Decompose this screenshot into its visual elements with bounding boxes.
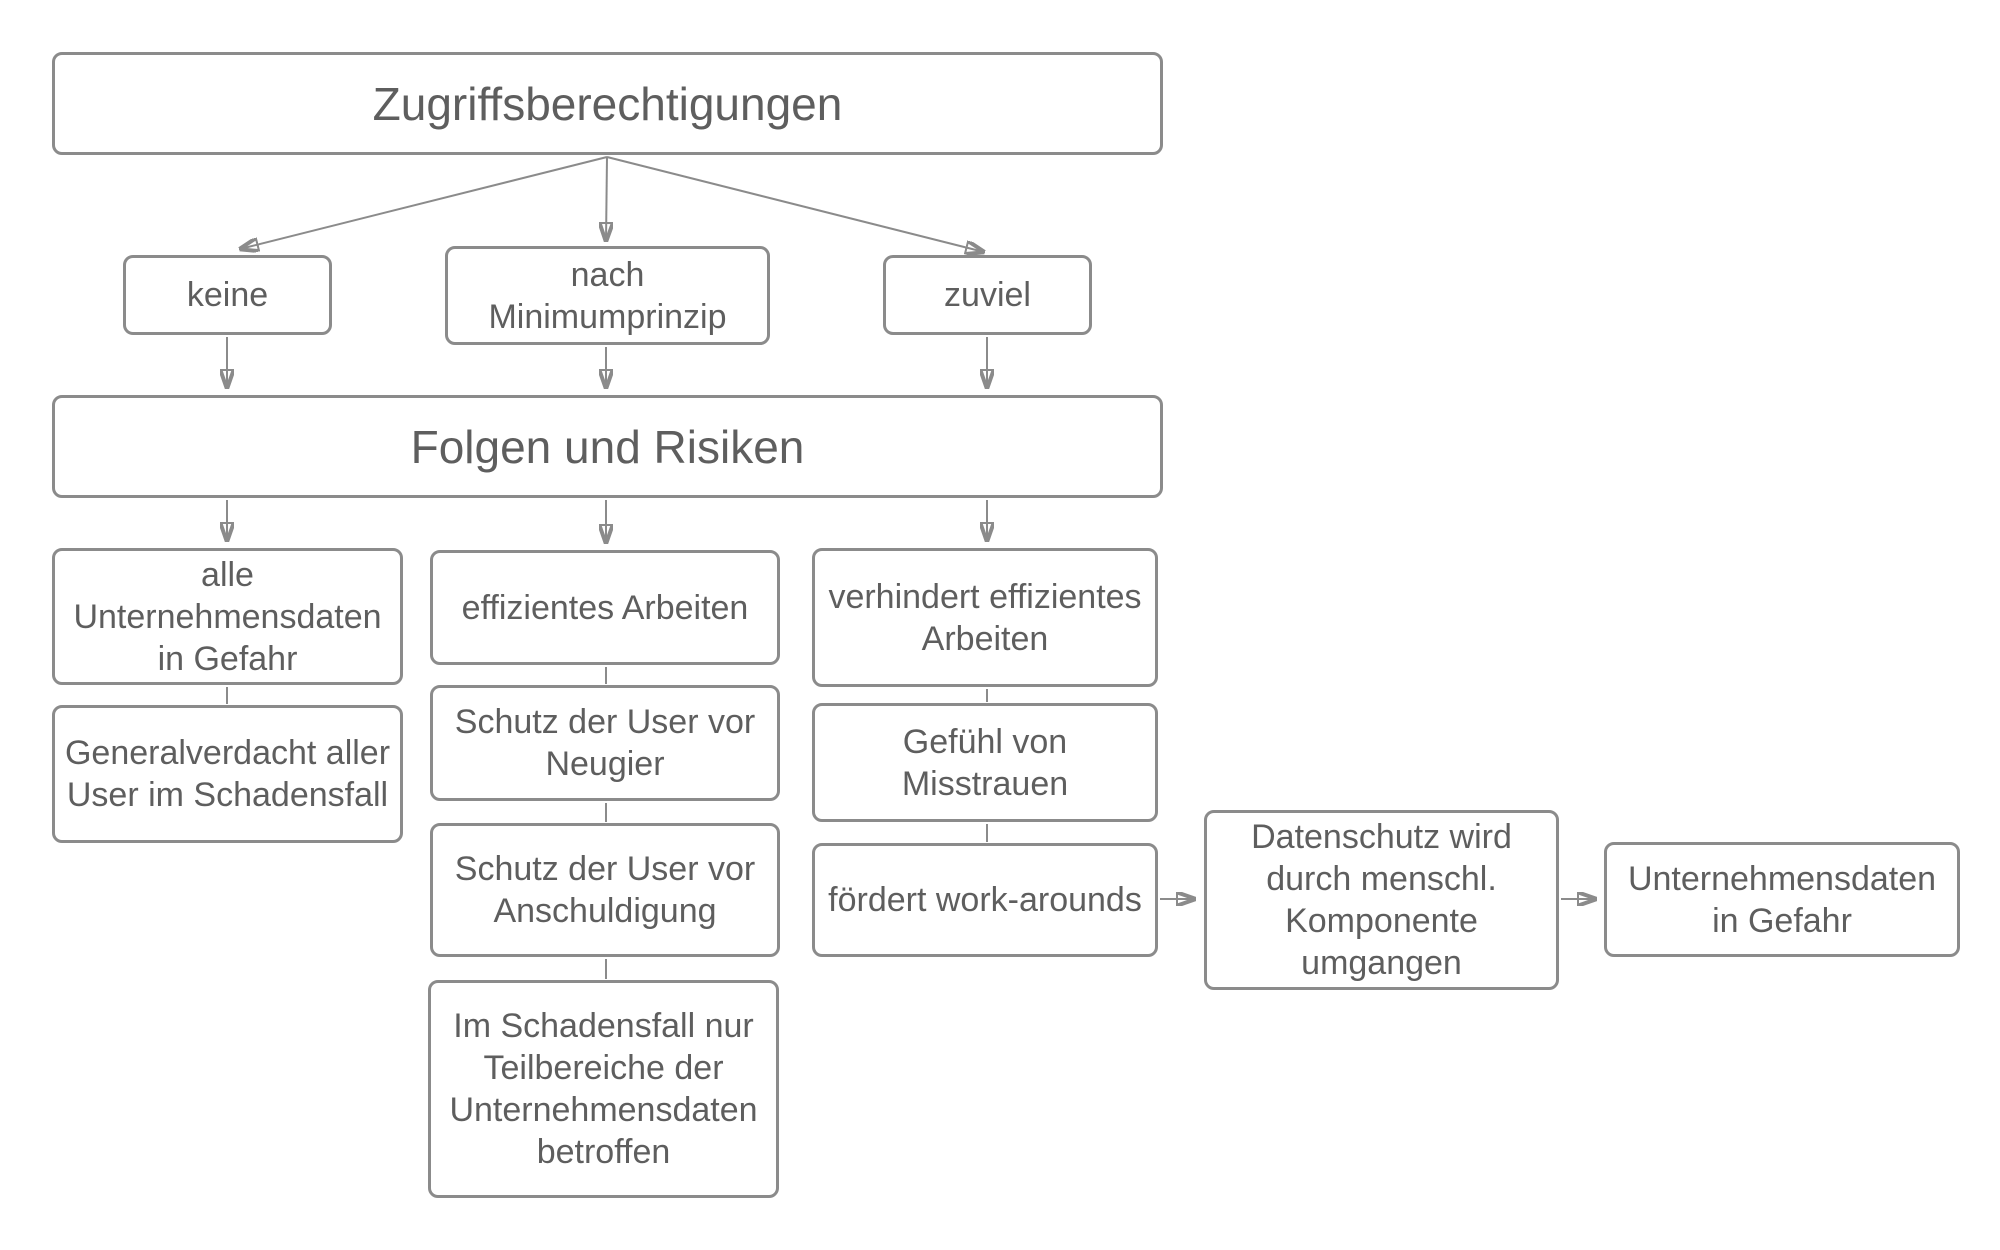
node-zuviel: zuviel xyxy=(883,255,1092,335)
node-datenschutz-wird-umgangen: Datenschutz wird durch menschl. Komponen… xyxy=(1204,810,1559,990)
node-nach-minimumprinzip: nach Minimumprinzip xyxy=(445,246,770,345)
node-effizientes-arbeiten: effizientes Arbeiten xyxy=(430,550,780,665)
node-keine: keine xyxy=(123,255,332,335)
edge-zugriffsberechtigungen-nach-minimumprinzip xyxy=(606,156,607,241)
node-gefuehl-von-misstrauen: Gefühl von Misstrauen xyxy=(812,703,1158,822)
node-schutz-der-user-vor-anschuldigung: Schutz der User vor Anschuldigung xyxy=(430,823,780,957)
node-schutz-der-user-vor-neugier: Schutz der User vor Neugier xyxy=(430,685,780,801)
node-generalverdacht-aller-user: Generalverdacht aller User im Schadensfa… xyxy=(52,705,403,843)
node-foerdert-work-arounds: fördert work-arounds xyxy=(812,843,1158,957)
node-verhindert-effizientes-arbeiten: verhindert effizientes Arbeiten xyxy=(812,548,1158,687)
edge-zugriffsberechtigungen-keine xyxy=(240,156,608,249)
node-alle-unternehmensdaten-in-gefahr: alle Unternehmensdaten in Gefahr xyxy=(52,548,403,685)
edge-zugriffsberechtigungen-zuviel xyxy=(606,156,984,252)
node-folgen-und-risiken: Folgen und Risiken xyxy=(52,395,1163,498)
node-zugriffsberechtigungen: Zugriffsberechtigungen xyxy=(52,52,1163,155)
node-im-schadensfall-nur-teilbereiche: Im Schadensfall nur Teilbereiche der Unt… xyxy=(428,980,779,1198)
node-unternehmensdaten-in-gefahr: Unternehmensdaten in Gefahr xyxy=(1604,842,1960,957)
